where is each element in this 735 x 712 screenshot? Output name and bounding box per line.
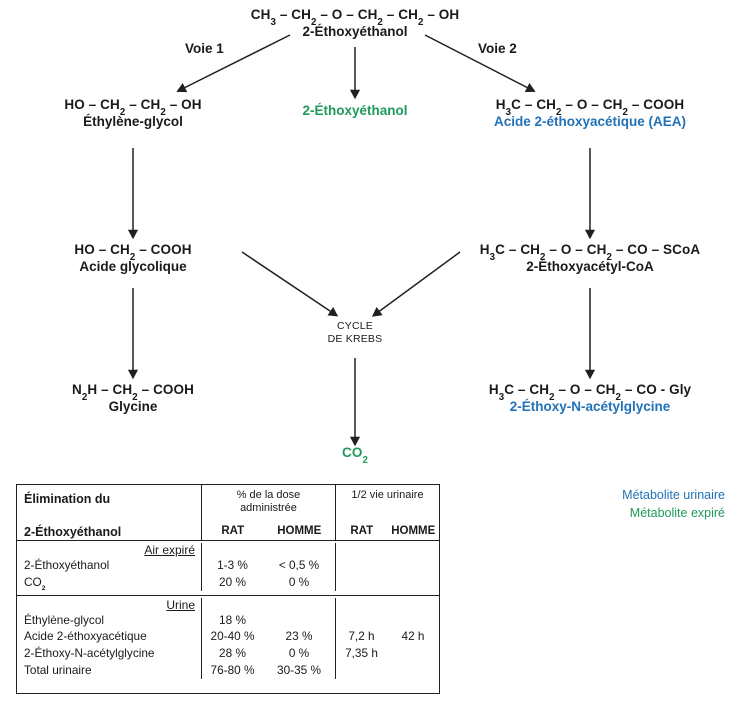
cell-dose-rat: 76-80 % bbox=[201, 661, 263, 679]
cell-halflife-rat bbox=[335, 573, 387, 591]
node-acide-glycolique: HO – CH2 – COOH Acide glycolique bbox=[33, 241, 233, 276]
row-label: Total urinaire bbox=[24, 662, 92, 677]
glycine-formula: N2H – CH2 – COOH bbox=[72, 382, 194, 403]
acide-glycolique-name: Acide glycolique bbox=[79, 259, 187, 275]
cell-dose-homme: 30-35 % bbox=[277, 662, 321, 677]
aea-formula: H3C – CH2 – O – CH2 – COOH bbox=[495, 97, 685, 118]
table-row: Éthylène-glycol 18 % bbox=[17, 611, 439, 629]
row-label: Éthylène-glycol bbox=[24, 612, 104, 627]
node-acide-2-ethoxyacetique: H3C – CH2 – O – CH2 – COOH Acide 2-éthox… bbox=[450, 96, 730, 131]
cell-dose-rat: 1-3 % bbox=[201, 557, 263, 574]
row-label: 2-Éthoxy-N-acétylglycine bbox=[24, 646, 155, 660]
cell-dose-rat: 20-40 % bbox=[201, 628, 263, 645]
legend: Métabolite urinaire Métabolite expiré bbox=[475, 486, 725, 522]
cell-halflife-rat: 7,35 h bbox=[335, 645, 387, 662]
header-group-dose-line2: administrée bbox=[240, 501, 297, 514]
table-section-air-expire: Air expiré 2-Éthoxyéthanol 1-3 % < 0,5 %… bbox=[17, 541, 439, 596]
header-group-dose-line1: % de la dose bbox=[236, 489, 301, 501]
label-voie-1: Voie 1 bbox=[185, 41, 224, 56]
table-corner-title-line1: Élimination du bbox=[24, 492, 111, 507]
ethylene-glycol-name: Éthylène-glycol bbox=[83, 114, 183, 130]
cell-halflife-homme: 42 h bbox=[401, 629, 425, 644]
legend-expired-metabolite: Métabolite expiré bbox=[629, 506, 725, 521]
krebs-line-1: CYCLE bbox=[336, 320, 373, 332]
table-row: 2-Éthoxy-N-acétylglycine 28 % 0 % 7,35 h bbox=[17, 645, 439, 662]
cell-dose-rat: 18 % bbox=[201, 611, 263, 629]
header-group-halflife-title: 1/2 vie urinaire bbox=[351, 489, 424, 501]
cell-halflife-rat bbox=[335, 661, 387, 679]
table-corner-title-line2: 2-Éthoxyéthanol bbox=[24, 524, 122, 539]
cell-halflife-homme bbox=[387, 557, 439, 574]
row-label: CO2 bbox=[24, 574, 46, 593]
header-group-dose: % de la dose administrée RAT HOMME bbox=[201, 485, 335, 540]
elimination-table: Élimination du 2-Éthoxyéthanol % de la d… bbox=[16, 484, 440, 694]
acide-glycolique-formula: HO – CH2 – COOH bbox=[74, 242, 192, 263]
table-corner-title: Élimination du 2-Éthoxyéthanol bbox=[17, 485, 201, 540]
header-dose-rat: RAT bbox=[221, 525, 245, 537]
cell-halflife-homme bbox=[387, 645, 439, 662]
node-ethylene-glycol: HO – CH2 – CH2 – OH Éthylène-glycol bbox=[33, 96, 233, 131]
row-label: Acide 2-éthoxyacétique bbox=[24, 629, 147, 644]
section-heading-row: Urine bbox=[17, 597, 439, 612]
header-group-halflife: 1/2 vie urinaire RAT HOMME bbox=[335, 485, 439, 540]
legend-urinary-metabolite: Métabolite urinaire bbox=[622, 488, 725, 502]
header-dose-homme: HOMME bbox=[277, 525, 322, 537]
root-formula: CH3 – CH2 – O – CH2 – CH2 – OH bbox=[235, 6, 475, 28]
cell-halflife-rat: 7,2 h bbox=[335, 628, 387, 645]
row-label: 2-Éthoxyéthanol bbox=[24, 558, 110, 572]
header-halflife-homme: HOMME bbox=[391, 525, 436, 537]
aea-name: Acide 2-éthoxyacétique (AEA) bbox=[493, 114, 687, 130]
ethylene-glycol-formula: HO – CH2 – CH2 – OH bbox=[64, 97, 202, 118]
root-formula-text: CH3 – CH2 – O – CH2 – CH2 – OH bbox=[250, 7, 460, 28]
node-root: CH3 – CH2 – O – CH2 – CH2 – OH 2-Éthoxyé… bbox=[235, 6, 475, 41]
cell-dose-homme: 0 % bbox=[288, 646, 310, 660]
glycine-name: Glycine bbox=[108, 399, 158, 415]
node-cycle-de-krebs: CYCLE DE KREBS bbox=[305, 320, 405, 346]
ethoxyacetyl-coa-name: 2-Éthoxyacétyl-CoA bbox=[526, 259, 654, 275]
header-halflife-rat: RAT bbox=[350, 525, 374, 537]
table-section-urine: Urine Éthylène-glycol 18 % Acide 2-éthox… bbox=[17, 596, 439, 683]
cell-halflife-homme bbox=[387, 612, 439, 629]
node-ethoxy-n-acetylglycine: H3C – CH2 – O – CH2 – CO - Gly 2-Éthoxy-… bbox=[450, 381, 730, 416]
table-row: CO2 20 % 0 % bbox=[17, 573, 439, 593]
cell-dose-homme: 23 % bbox=[285, 629, 313, 644]
co2-formula: CO2 bbox=[342, 445, 368, 466]
cell-dose-homme: 0 % bbox=[288, 574, 310, 589]
cell-halflife-homme bbox=[387, 574, 439, 591]
node-expired-ethoxyethanol: 2-Éthoxyéthanol bbox=[255, 102, 455, 119]
section-heading-row: Air expiré bbox=[17, 543, 439, 557]
cell-halflife-homme bbox=[387, 662, 439, 679]
table-header: Élimination du 2-Éthoxyéthanol % de la d… bbox=[17, 485, 439, 541]
expired-ethoxyethanol-name: 2-Éthoxyéthanol bbox=[302, 103, 408, 118]
ethoxy-n-acetylglycine-name: 2-Éthoxy-N-acétylglycine bbox=[509, 399, 671, 415]
cell-dose-rat: 28 % bbox=[201, 645, 263, 662]
table-row: 2-Éthoxyéthanol 1-3 % < 0,5 % bbox=[17, 557, 439, 574]
root-name: 2-Éthoxyéthanol bbox=[302, 24, 408, 40]
table-row: Acide 2-éthoxyacétique 20-40 % 23 % 7,2 … bbox=[17, 628, 439, 645]
label-voie-2: Voie 2 bbox=[478, 41, 517, 56]
cell-dose-homme: < 0,5 % bbox=[278, 558, 320, 572]
ethoxyacetyl-coa-formula: H3C – CH2 – O – CH2 – CO – SCoA bbox=[479, 242, 701, 263]
header-group-dose-title: % de la dose administrée bbox=[202, 485, 335, 514]
cell-dose-rat: 20 % bbox=[201, 573, 263, 591]
node-glycine: N2H – CH2 – COOH Glycine bbox=[33, 381, 233, 416]
cell-halflife-rat bbox=[335, 611, 387, 629]
krebs-line-2: DE KREBS bbox=[327, 333, 383, 346]
section-heading-urine: Urine bbox=[166, 597, 195, 612]
cell-halflife-rat bbox=[335, 557, 387, 574]
section-heading-air: Air expiré bbox=[144, 543, 195, 557]
node-ethoxyacetyl-coa: H3C – CH2 – O – CH2 – CO – SCoA 2-Éthoxy… bbox=[450, 241, 730, 276]
cell-dose-homme bbox=[263, 612, 335, 629]
ethoxy-n-acetylglycine-formula: H3C – CH2 – O – CH2 – CO - Gly bbox=[488, 382, 692, 403]
table-row: Total urinaire 76-80 % 30-35 % bbox=[17, 661, 439, 679]
node-co2: CO2 bbox=[305, 444, 405, 466]
